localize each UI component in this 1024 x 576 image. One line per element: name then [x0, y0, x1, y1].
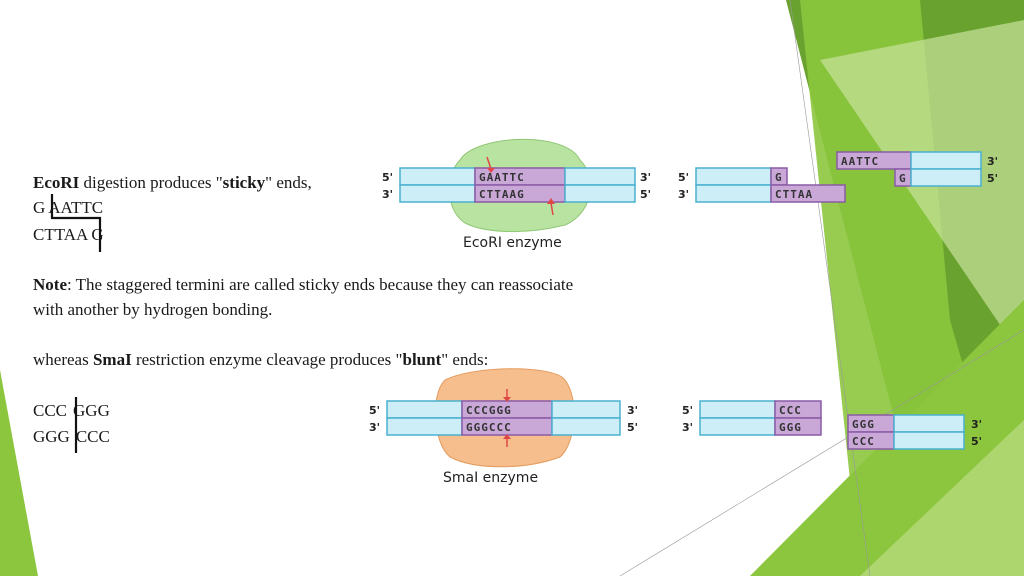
ecori-frag-left-3: 3': [678, 188, 689, 201]
smai-left-top-5: 5': [369, 404, 380, 417]
smai-frag-left-bottom: [699, 417, 776, 436]
smai-frag-left-5: 5': [682, 404, 693, 417]
left-green-shape: [0, 370, 38, 576]
ecori-dna-top-left: [399, 167, 476, 186]
ecori-dna-bottom-left: [399, 184, 476, 203]
ecori-frag-right-3: 3': [987, 155, 998, 168]
ecori-enzyme-label: EcoRI enzyme: [463, 235, 562, 251]
smai-frag-right-3: 3': [971, 418, 982, 431]
smai-frag-left-bottom-site: [774, 417, 822, 436]
ecori-right-bottom-5: 5': [640, 188, 651, 201]
ecori-cut-arrowhead-bottom: [547, 198, 555, 204]
ecori-frag-left-bottom: [695, 184, 772, 203]
smai-frag-right-bottom-text: CCC: [852, 435, 875, 448]
smai-right-bottom-5: 5': [627, 421, 638, 434]
ecori-cut-arrowhead-top: [487, 168, 495, 173]
smai-dna-top-right: [551, 400, 621, 419]
smai-line: whereas SmaI restriction enzyme cleavage…: [33, 350, 489, 369]
note-line-2: with another by hydrogen bonding.: [33, 300, 273, 319]
smai-site-top: CCCGGG: [466, 404, 512, 417]
smai-cut-arrowhead-top: [503, 397, 511, 402]
smai-fragments: CCC GGG 5' 3' GGG CCC 3' 5': [682, 400, 982, 450]
ecori-frag-right-top: [910, 151, 982, 170]
smai-frag-right-bottom: [893, 431, 965, 450]
thin-line-1: [789, 0, 871, 576]
ecori-dna-bottom-right: [564, 184, 636, 203]
ecori-site-top: GAATTC: [479, 171, 525, 184]
bottom-green-shape-light: [860, 420, 1024, 576]
ecori-dna-top-right: [564, 167, 636, 186]
ecori-enzyme-diagram: GAATTC CTTAAG 5' 3' 3' 5' EcoRI enzyme: [382, 138, 651, 251]
ecori-left-bottom-3: 3': [382, 188, 393, 201]
smai-frag-right-5: 5': [971, 435, 982, 448]
ecori-cut-arrow-bottom: [550, 202, 554, 216]
ecori-frag-right-top-text: AATTC: [841, 155, 879, 168]
ecori-frag-left-bottom-site: [770, 184, 846, 203]
smai-frag-left-3: 3': [682, 421, 693, 434]
smai-frag-left-top: [699, 400, 776, 419]
smai-enzyme-diagram: CCCGGG GGGCCC 5' 3' 3' 5' SmaI enzyme: [369, 368, 638, 486]
smai-dna-bottom-right: [551, 417, 621, 436]
ecori-site-bottom: CTTAAG: [479, 188, 525, 201]
ecori-cut-arrow-top: [486, 156, 492, 170]
thin-line-2: [619, 329, 1024, 576]
ecori-frag-left-top: [695, 167, 772, 186]
ecori-frag-left-5: 5': [678, 171, 689, 184]
ecori-left-top-5: 5': [382, 171, 393, 184]
ecori-fragments: G CTTAA 5' 3' AATTC G 3' 5': [678, 151, 998, 203]
ecori-cut-line: [50, 194, 102, 252]
smai-frag-right-top-text: GGG: [852, 418, 875, 431]
ecori-frag-right-bottom-text: G: [899, 172, 907, 185]
smai-frag-left-top-text: CCC: [779, 404, 802, 417]
note-line-1: Note: The staggered termini are called s…: [33, 275, 574, 294]
smai-site-bottom: GGGCCC: [466, 421, 512, 434]
smai-frag-left-bottom-text: GGG: [779, 421, 802, 434]
smai-dna-bottom-left: [386, 417, 463, 436]
smai-cut-arrowhead-bottom: [503, 434, 511, 439]
ecori-frag-right-bottom: [910, 168, 982, 187]
ecori-frag-left-bottom-text: CTTAA: [775, 188, 813, 201]
smai-enzyme-label: SmaI enzyme: [443, 470, 538, 486]
smai-dna-top-left: [386, 400, 463, 419]
smai-left-bottom-3: 3': [369, 421, 380, 434]
ecori-frag-left-top-text: G: [775, 171, 783, 184]
ecori-frag-right-5: 5': [987, 172, 998, 185]
ecori-right-top-3: 3': [640, 171, 651, 184]
right-green-shape-light: [820, 20, 1024, 360]
smai-frag-right-top: [893, 414, 965, 433]
ecori-line: EcoRI digestion produces "sticky" ends,: [33, 173, 312, 192]
smai-cut-line: [74, 397, 78, 453]
smai-right-top-3: 3': [627, 404, 638, 417]
